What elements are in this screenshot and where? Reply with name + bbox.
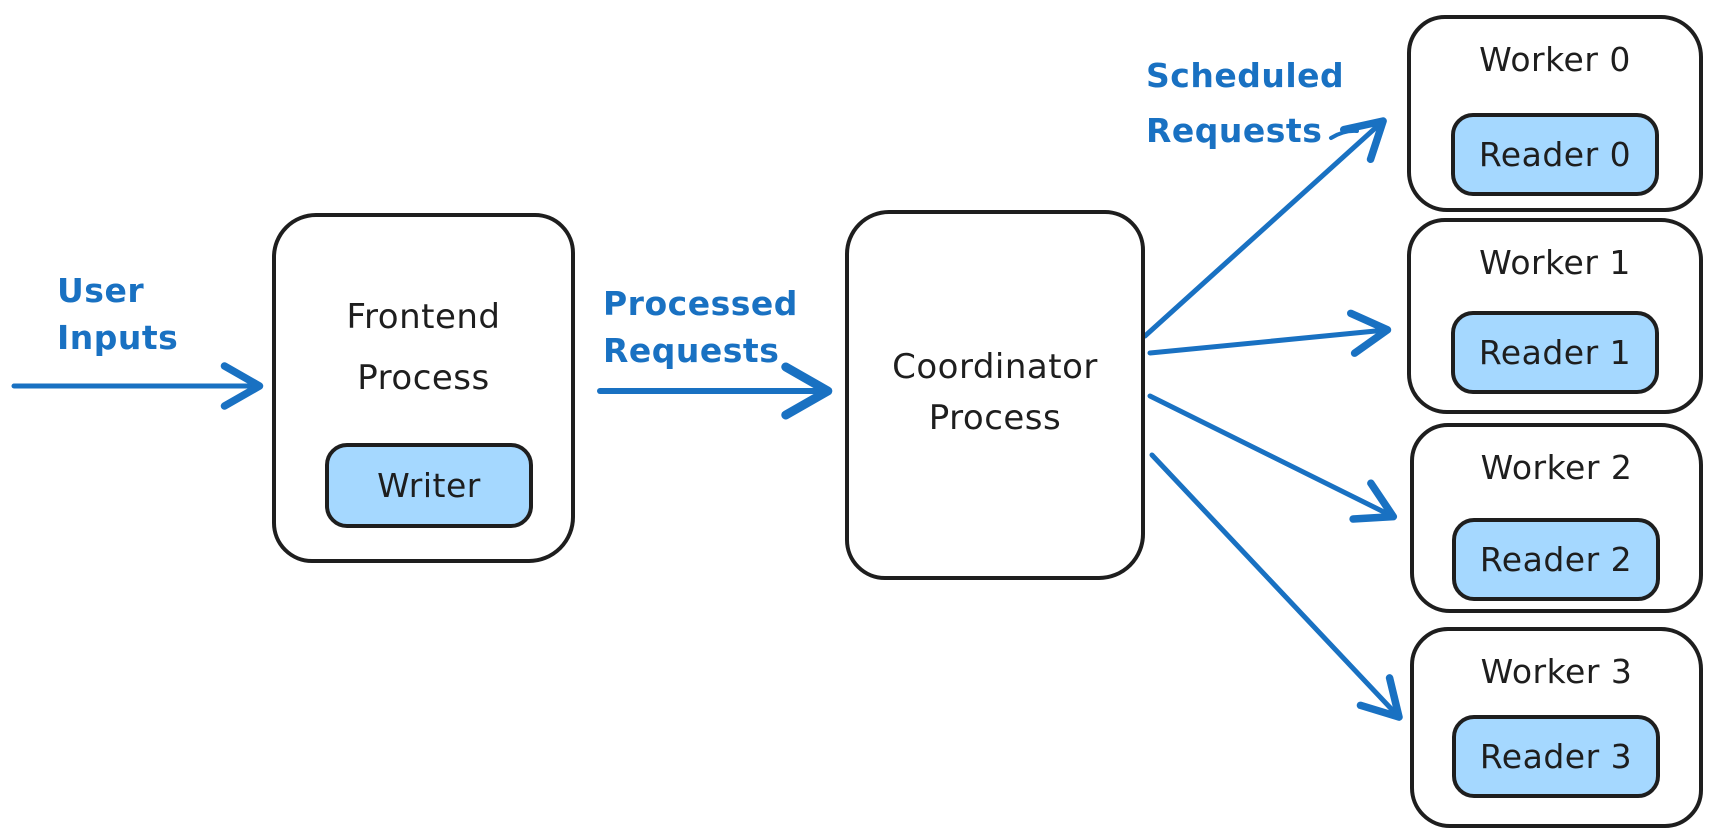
- scheduled-arrow-worker-2: [1147, 393, 1398, 523]
- frontend-title-line1: Frontend: [346, 297, 501, 337]
- user-inputs-label-line2: Inputs: [57, 317, 179, 357]
- writer-label: Writer: [377, 466, 481, 505]
- reader-3-label: Reader 3: [1479, 737, 1633, 776]
- reader-0-pill: Reader 0: [1451, 113, 1659, 196]
- worker-1-title: Worker 1: [1479, 243, 1631, 282]
- writer-pill: Writer: [325, 443, 533, 528]
- reader-0-label: Reader 0: [1478, 135, 1632, 174]
- reader-3-pill: Reader 3: [1452, 715, 1660, 798]
- coordinator-title-line1: Coordinator: [892, 347, 1098, 387]
- processed-requests-label-line1: Processed: [603, 284, 798, 323]
- user-inputs-label: User Inputs: [57, 268, 178, 362]
- frontend-title-line2: Process: [357, 357, 490, 398]
- frontend-process-title: Frontend Process: [276, 287, 571, 408]
- coordinator-process-box: Coordinator Process: [845, 210, 1145, 580]
- worker-0-title: Worker 0: [1479, 40, 1631, 79]
- scheduled-requests-label-line2: Requests: [1146, 111, 1323, 151]
- processed-requests-label-line2: Requests: [603, 330, 780, 370]
- scheduled-label-leader-line: [1329, 128, 1359, 140]
- reader-1-label: Reader 1: [1478, 333, 1632, 372]
- reader-2-label: Reader 2: [1479, 540, 1633, 579]
- worker-3-box: Worker 3 Reader 3: [1410, 627, 1703, 828]
- processed-requests-label: Processed Requests: [603, 281, 798, 375]
- scheduled-requests-label: Scheduled Requests: [1146, 48, 1344, 159]
- scheduled-requests-label-line1: Scheduled: [1146, 56, 1345, 95]
- user-inputs-label-line1: User: [57, 271, 145, 310]
- reader-2-pill: Reader 2: [1452, 518, 1660, 601]
- worker-2-title: Worker 2: [1480, 448, 1633, 487]
- worker-1-box: Worker 1 Reader 1: [1407, 218, 1703, 414]
- scheduled-arrow-worker-0: [1142, 117, 1387, 339]
- worker-0-box: Worker 0 Reader 0: [1407, 15, 1703, 212]
- scheduled-arrow-worker-3: [1149, 452, 1403, 721]
- worker-3-title: Worker 3: [1480, 652, 1633, 691]
- coordinator-title-line2: Process: [928, 398, 1062, 438]
- frontend-process-box: Frontend Process Writer: [272, 213, 575, 563]
- scheduled-arrow-worker-1: [1147, 309, 1392, 357]
- worker-2-box: Worker 2 Reader 2: [1410, 423, 1703, 613]
- reader-1-pill: Reader 1: [1451, 311, 1659, 394]
- coordinator-process-title: Coordinator Process: [849, 342, 1141, 444]
